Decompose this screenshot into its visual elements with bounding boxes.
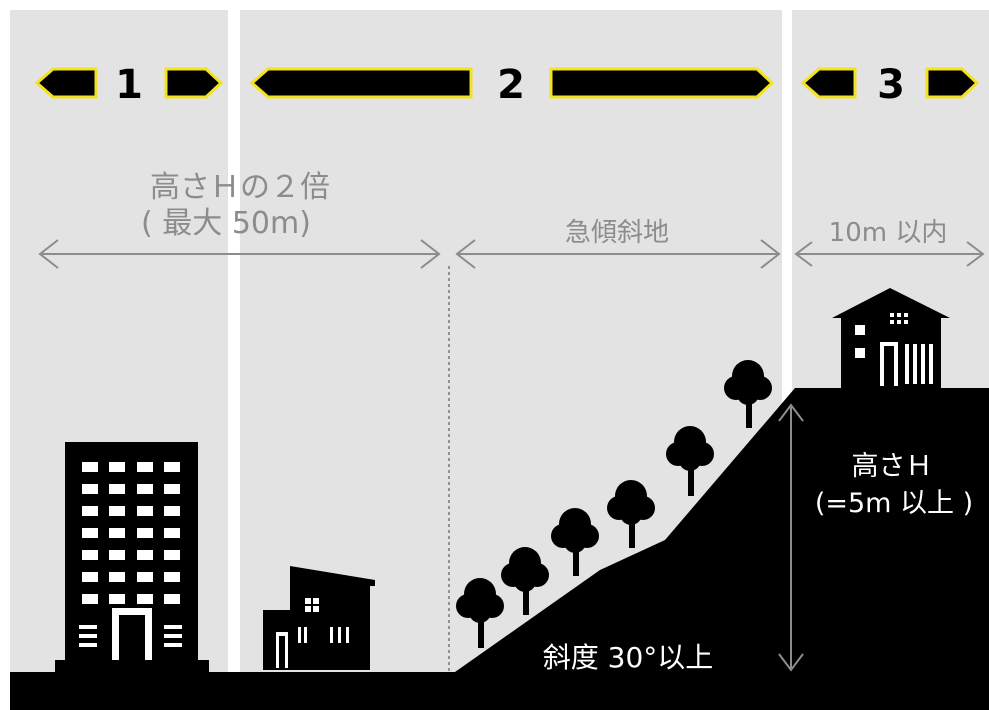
zone-1-annotation-line2: ( 最大 50m): [141, 206, 311, 241]
height-label-line1: 高さＨ: [852, 451, 933, 482]
right-arrow-shape: [164, 67, 224, 99]
zone-2-annotation: 急傾斜地: [565, 218, 669, 248]
zone-2-left-background: [240, 10, 448, 672]
double-arrow-icon: [794, 241, 985, 267]
left-arrow-shape: [800, 67, 857, 99]
tree-icon: [724, 360, 772, 428]
small-house-icon: [263, 566, 375, 670]
left-arrow-shape: [34, 67, 98, 99]
zone-3-number: 3: [877, 62, 905, 108]
slope-angle-label: 斜度 30°以上: [543, 641, 714, 674]
trees: [456, 360, 772, 648]
steep-slope: [455, 388, 989, 710]
double-arrow-icon: [455, 239, 781, 269]
zone-1-header: 1: [34, 62, 224, 108]
terrain: [10, 388, 989, 710]
tree-icon: [456, 578, 504, 648]
tree-icon: [607, 480, 655, 548]
apartment-building-icon: [55, 442, 209, 672]
zone-1-annotation-line1: 高さＨの２倍: [150, 170, 330, 205]
zone-2-number: 2: [497, 62, 525, 108]
hilltop-house-icon: [832, 288, 950, 388]
tree-icon: [501, 547, 549, 615]
zone-2-header: 2: [249, 62, 775, 108]
left-arrow-shape: [249, 67, 473, 99]
tree-icon: [666, 426, 714, 496]
right-arrow-shape: [549, 67, 775, 99]
right-arrow-shape: [925, 67, 980, 99]
distance-annotations: 高さＨの２倍 ( 最大 50m) 急傾斜地 10m 以内: [38, 170, 985, 672]
zone-3-annotation: 10m 以内: [829, 218, 948, 248]
zone-1-number: 1: [115, 62, 143, 108]
height-arrow-icon: [778, 403, 804, 672]
zone-3-header: 3: [800, 62, 980, 108]
tree-icon: [551, 508, 599, 576]
height-label-line2: (=5m 以上 ): [815, 488, 973, 519]
double-arrow-icon: [38, 239, 441, 269]
